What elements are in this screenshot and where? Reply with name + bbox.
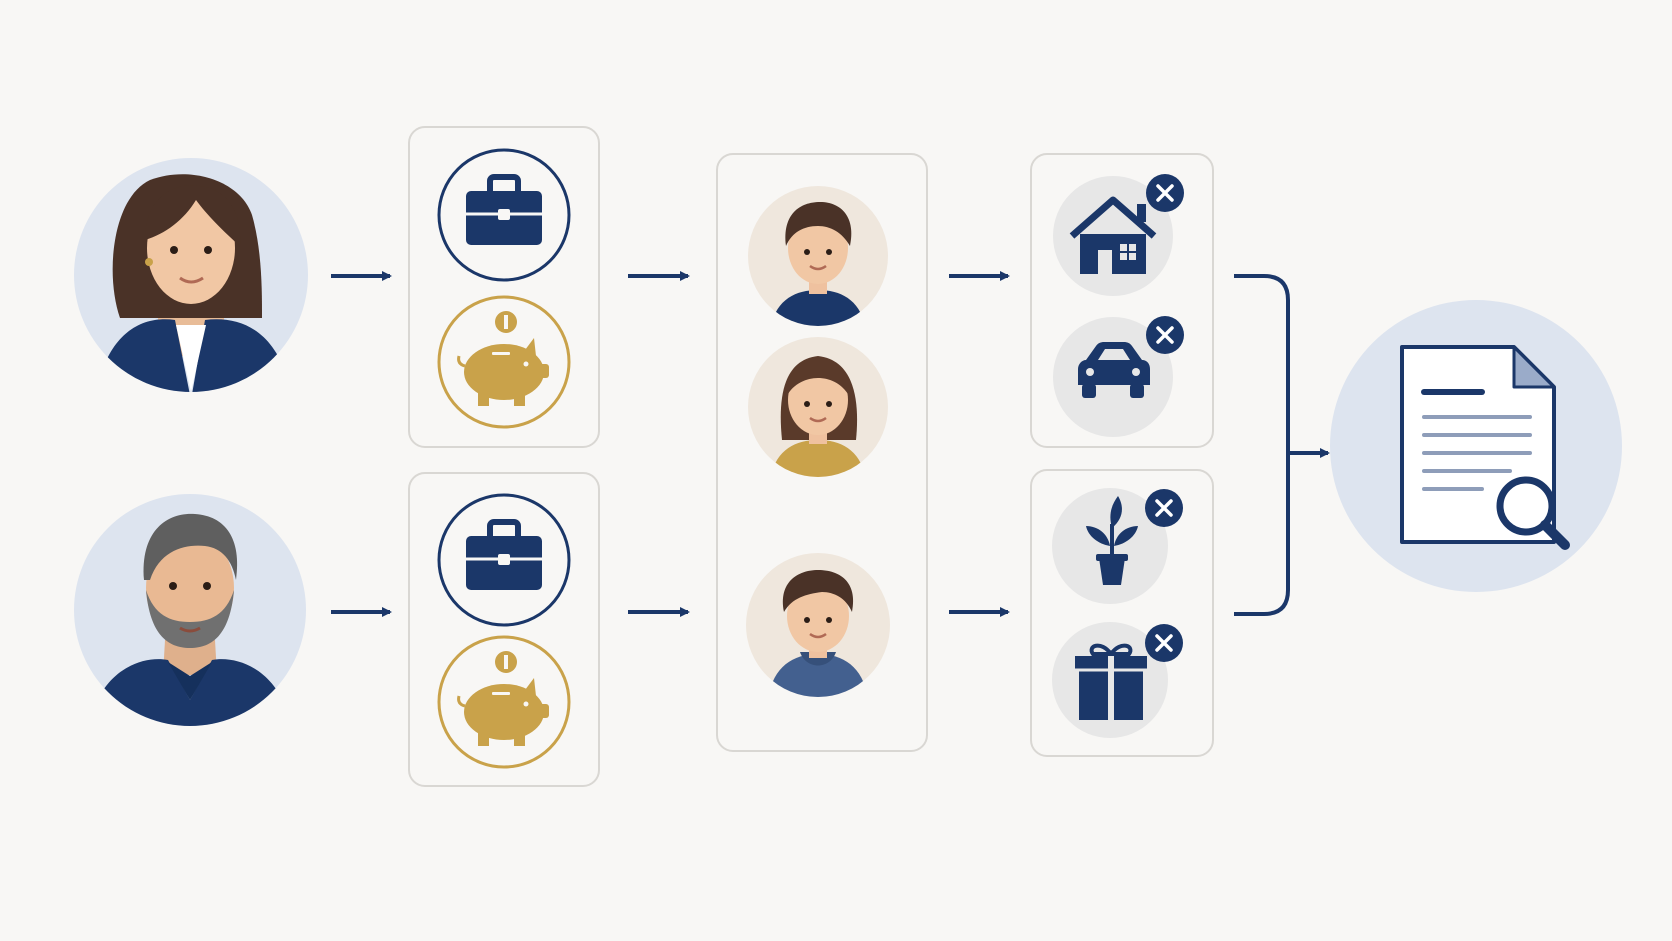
excluded-bottom-card <box>1030 469 1214 757</box>
close-icon <box>1146 316 1184 354</box>
close-icon <box>1146 174 1184 212</box>
connectors <box>331 271 1330 617</box>
child-boy-hoodie-node <box>746 553 890 697</box>
woman-avatar-icon <box>95 174 292 392</box>
parent-man-node <box>74 494 306 726</box>
assets-man-card <box>408 472 600 787</box>
house-icon <box>1053 176 1173 296</box>
briefcase-icon <box>437 493 571 627</box>
child-boy-node <box>748 186 888 326</box>
document-search-icon <box>1400 345 1570 550</box>
boy-hoodie-avatar-icon <box>768 570 868 697</box>
girl-avatar-icon <box>770 356 866 477</box>
assets-woman-card <box>408 126 600 448</box>
briefcase-icon <box>437 148 571 282</box>
children-card <box>716 153 928 752</box>
piggy-bank-icon <box>437 635 571 769</box>
magnifier-icon <box>1496 476 1556 536</box>
piggy-bank-icon <box>437 295 571 429</box>
excluded-top-card <box>1030 153 1214 448</box>
child-girl-node <box>748 337 888 477</box>
plant-icon <box>1052 488 1168 604</box>
close-icon <box>1145 624 1183 662</box>
document-node <box>1330 300 1622 592</box>
merge-bracket <box>1234 274 1290 616</box>
gift-icon <box>1052 622 1168 738</box>
close-icon <box>1145 489 1183 527</box>
boy-avatar-icon <box>770 202 866 326</box>
man-avatar-icon <box>88 513 292 726</box>
parent-woman-node <box>74 158 308 392</box>
car-icon <box>1053 317 1173 437</box>
